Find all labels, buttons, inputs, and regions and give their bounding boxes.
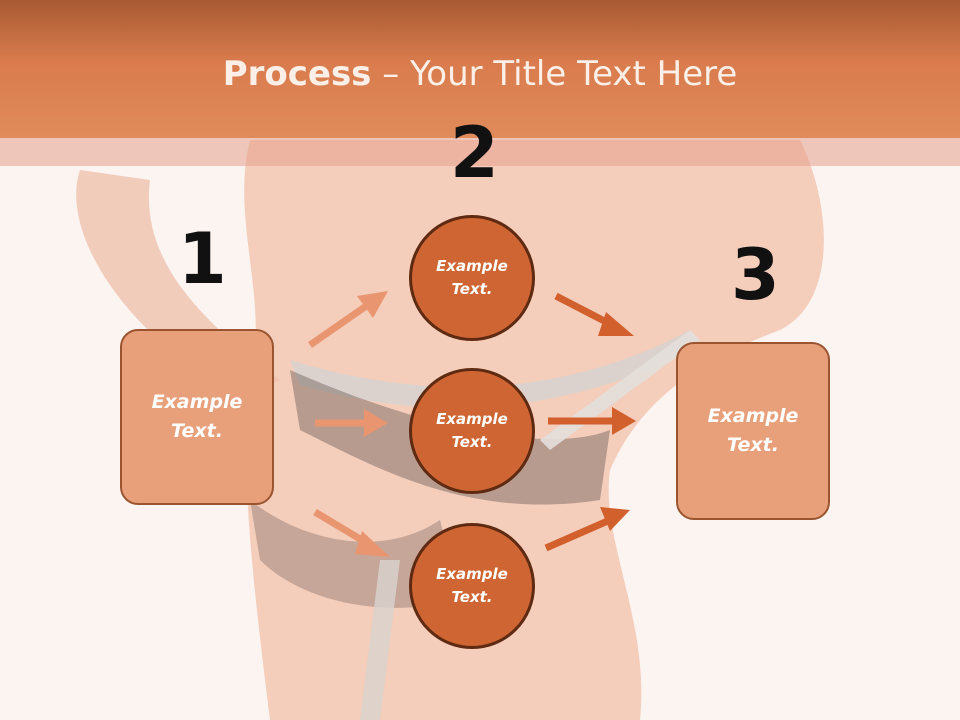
circle-middle: Example Text. — [409, 368, 535, 494]
arrow-bottom-to-right — [544, 507, 630, 552]
page-title: Process – Your Title Text Here — [0, 52, 960, 96]
step-number-2: 2 — [450, 112, 499, 194]
right-box-text: Example Text. — [707, 405, 799, 456]
arrow-middle-to-right — [548, 407, 636, 435]
title-band — [0, 0, 960, 138]
title-bold: Process — [222, 54, 372, 94]
title-rest: – Your Title Text Here — [371, 54, 738, 94]
arrow-left-to-top — [308, 291, 388, 348]
arrow-left-to-middle — [315, 409, 388, 437]
circle-middle-text: Example Text. — [436, 410, 508, 451]
circle-top-text: Example Text. — [436, 257, 508, 298]
left-box-text: Example Text. — [151, 391, 243, 442]
title-strip — [0, 138, 960, 166]
circle-bottom-text: Example Text. — [436, 565, 508, 606]
right-box: Example Text. — [676, 342, 830, 520]
step-number-1: 1 — [178, 218, 227, 300]
step-number-3: 3 — [731, 234, 780, 316]
circle-bottom: Example Text. — [409, 523, 535, 649]
left-box: Example Text. — [120, 329, 274, 505]
arrow-left-to-bottom — [313, 508, 390, 557]
arrow-top-to-right — [554, 292, 634, 336]
circle-top: Example Text. — [409, 215, 535, 341]
